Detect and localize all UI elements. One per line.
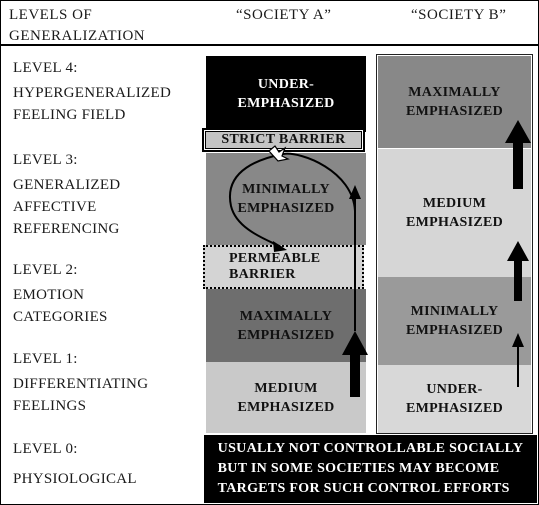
level-0-note-line1: USUALLY NOT CONTROLLABLE SOCIALLY (217, 441, 524, 456)
level-3-line1: GENERALIZED (13, 177, 121, 193)
header-levels-line2: GENERALIZATION (9, 28, 146, 44)
society-a-level-3-line2: EMPHASIZED (237, 201, 335, 216)
level-4-line1: HYPERGENERALIZED (13, 85, 172, 101)
society-a-level-2-line1: MAXIMALLY (239, 308, 333, 324)
society-a-level-1-line2: EMPHASIZED (237, 399, 335, 415)
header-divider (1, 44, 538, 46)
level-1-label: LEVEL 1: DIFFERENTIATING FEELINGS (13, 348, 148, 417)
society-a-loop-arrow (228, 145, 356, 252)
society-a-level-1-line1: MEDIUM (254, 380, 318, 396)
header-society-a: “SOCIETY A” (236, 7, 332, 23)
level-2-line1: EMOTION (13, 287, 85, 303)
level-0-label: LEVEL 0: PHYSIOLOGICAL (13, 438, 137, 490)
society-b-level-4-box: MAXIMALLY EMPHASIZED (378, 56, 531, 148)
society-b-level-2-line2: EMPHASIZED (405, 323, 504, 338)
level-0-line1: PHYSIOLOGICAL (13, 471, 137, 487)
level-2-label: LEVEL 2: EMOTION CATEGORIES (13, 259, 108, 328)
level-2-line2: CATEGORIES (13, 309, 108, 325)
society-a-level-4-line1: UNDER- (257, 77, 315, 92)
society-a-level-1-box: MEDIUM EMPHASIZED (206, 362, 366, 433)
society-b-level-2-line1: MINIMALLY (410, 304, 499, 319)
society-a-thick-arrow (342, 331, 368, 397)
society-b-arrow-level-2 (507, 241, 529, 301)
level-3-line3: REFERENCING (13, 221, 120, 237)
header-levels-label: LEVELS OF GENERALIZATION (9, 5, 145, 47)
level-2-title: LEVEL 2: (13, 262, 78, 278)
society-b-arrow-level-1 (512, 333, 524, 387)
society-b-level-4-line2: EMPHASIZED (405, 104, 504, 119)
society-b-level-1-line1: UNDER- (426, 382, 483, 397)
header-levels-line1: LEVELS OF (9, 7, 93, 23)
level-3-line2: AFFECTIVE (13, 199, 97, 215)
level-1-title: LEVEL 1: (13, 351, 78, 367)
level-4-title: LEVEL 4: (13, 60, 78, 76)
society-b-level-1-box: UNDER- EMPHASIZED (378, 365, 531, 433)
society-b-level-1-line2: EMPHASIZED (405, 401, 504, 416)
level-3-title: LEVEL 3: (13, 152, 78, 168)
society-b-level-2-box: MINIMALLY EMPHASIZED (378, 277, 531, 365)
society-b-level-3-line1: MEDIUM (422, 196, 487, 211)
level-3-label: LEVEL 3: GENERALIZED AFFECTIVE REFERENCI… (13, 149, 120, 240)
society-b-level-3-line2: EMPHASIZED (405, 215, 504, 230)
society-b-level-3-box: MEDIUM EMPHASIZED (378, 149, 531, 277)
society-a-level-3-box: MINIMALLY EMPHASIZED (206, 153, 366, 245)
header-society-b: “SOCIETY B” (411, 7, 507, 23)
society-b-column-border (376, 54, 533, 434)
level-4-line2: FEELING FIELD (13, 107, 126, 123)
society-b-arrow-level-3 (505, 120, 531, 189)
level-0-note-line3: TARGETS FOR SUCH CONTROL EFFORTS (217, 481, 510, 496)
society-b-level-4-line1: MAXIMALLY (408, 85, 501, 100)
society-a-level-4-box: UNDER- EMPHASIZED (206, 56, 366, 132)
level-0-title: LEVEL 0: (13, 441, 78, 457)
society-a-level-4-line2: EMPHASIZED (237, 96, 335, 111)
level-4-label: LEVEL 4: HYPERGENERALIZED FEELING FIELD (13, 57, 171, 126)
permeable-barrier-line2: BARRIER (229, 267, 296, 282)
society-a-level-2-box: MAXIMALLY EMPHASIZED (206, 289, 366, 362)
permeable-barrier-line1: PERMEABLE (229, 251, 321, 266)
level-0-note-box: USUALLY NOT CONTROLLABLE SOCIALLY BUT IN… (204, 435, 537, 503)
society-a-level-2-line2: EMPHASIZED (237, 327, 335, 343)
level-1-line2: FEELINGS (13, 398, 87, 414)
society-a-level-3-line1: MINIMALLY (242, 182, 330, 197)
level-0-note-line2: BUT IN SOME SOCIETIES MAY BECOME (217, 461, 500, 476)
level-1-line1: DIFFERENTIATING (13, 376, 149, 392)
